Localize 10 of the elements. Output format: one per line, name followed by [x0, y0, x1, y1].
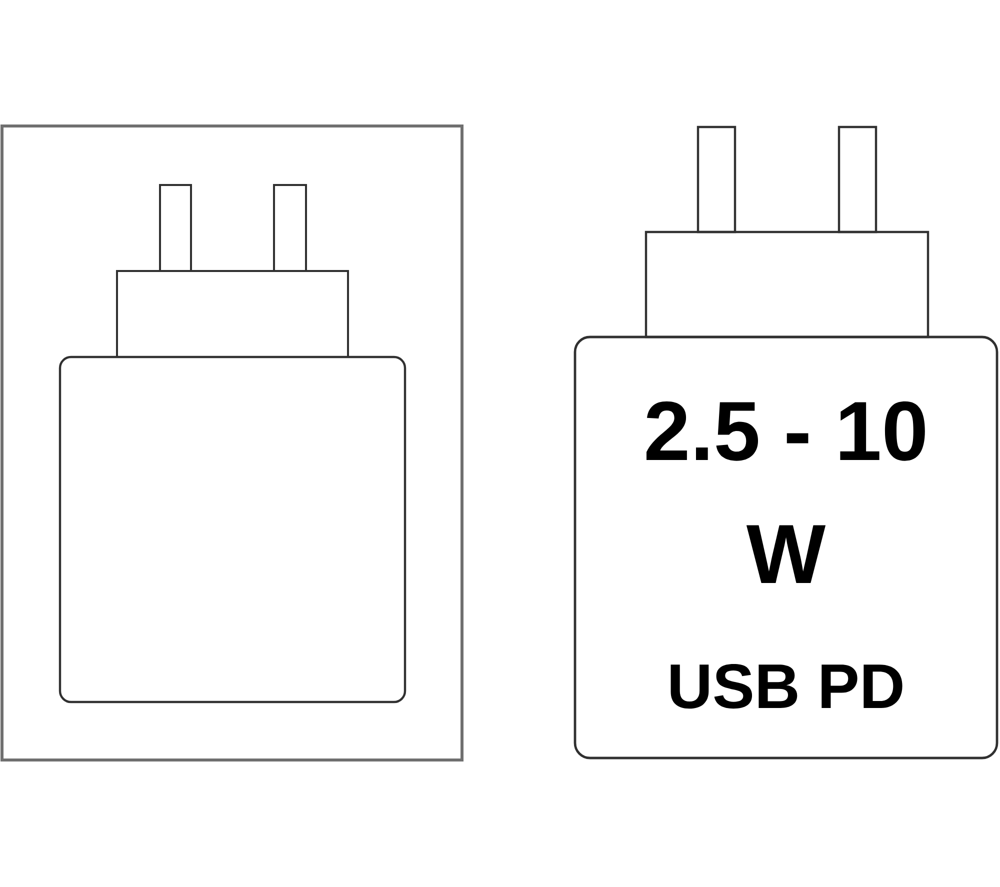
outline-frame: [0, 124, 464, 762]
charger-body: [58, 356, 406, 704]
plug-base: [116, 270, 349, 358]
plug-pin: [159, 184, 192, 272]
plug-pin: [696, 126, 736, 234]
plug-pin: [273, 184, 307, 272]
plug-pin: [838, 126, 878, 234]
plug-base: [644, 230, 930, 338]
wattage-label: 2.5 - 10 W: [646, 401, 925, 583]
standard-label: USB PD: [670, 664, 902, 709]
